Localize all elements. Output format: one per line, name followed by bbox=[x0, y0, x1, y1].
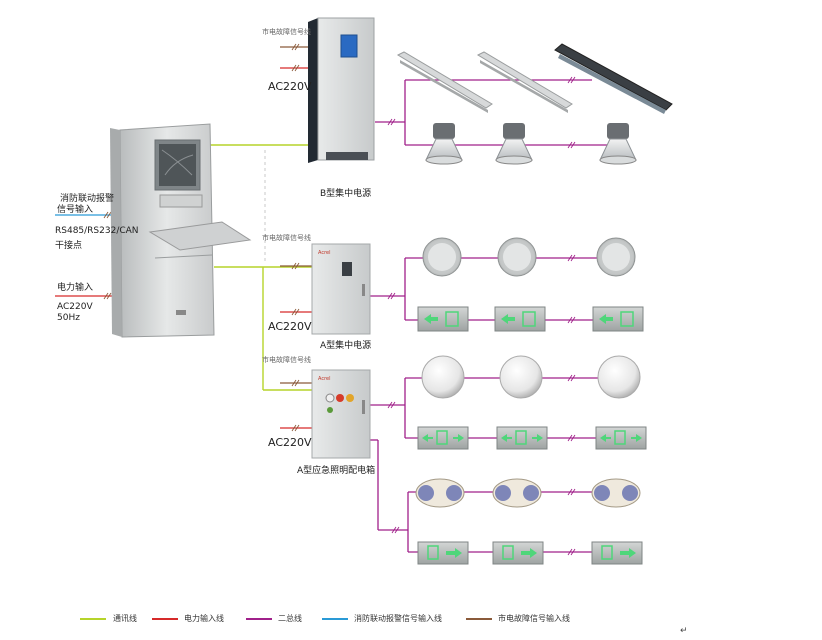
legend-swatch-bus bbox=[246, 618, 272, 620]
legend-swatch-fault bbox=[466, 618, 492, 620]
exit-sign-left-3 bbox=[592, 306, 644, 332]
exit-sign-right-1 bbox=[417, 541, 469, 565]
fire-alarm-label-1: 消防联动报警 bbox=[60, 194, 115, 204]
legend-label-fire: 消防联动报警信号输入线 bbox=[354, 614, 442, 623]
power-stubs bbox=[55, 67, 312, 429]
legend-label-bus: 二总线 bbox=[278, 614, 302, 623]
linear-light-1 bbox=[396, 51, 493, 113]
exit-sign-right-2 bbox=[492, 541, 544, 565]
twin-spot-light-2 bbox=[492, 478, 542, 508]
power-input-label: 电力输入 bbox=[57, 283, 94, 293]
fire-alarm-label-2: 信号输入 bbox=[57, 205, 94, 215]
svg-text:Acrel: Acrel bbox=[318, 250, 331, 256]
legend-swatch-comm bbox=[80, 618, 106, 620]
ac220v-label-a1: AC220V bbox=[268, 320, 312, 333]
a-power-label: A型集中电源 bbox=[320, 341, 372, 351]
exit-sign-bi-3 bbox=[595, 426, 647, 450]
ac-left-label-2: 50Hz bbox=[57, 313, 80, 323]
downlight-2 bbox=[497, 237, 537, 277]
downlight-3 bbox=[596, 237, 636, 277]
legend-label-power: 电力输入线 bbox=[184, 614, 224, 623]
ac-left-label-1: AC220V bbox=[57, 302, 93, 312]
slash-marks bbox=[103, 43, 300, 432]
comm-lines bbox=[210, 144, 312, 391]
legend-label-fault: 市电故障信号输入线 bbox=[498, 614, 570, 623]
downlight-1 bbox=[422, 237, 462, 277]
twin-spot-light-1 bbox=[415, 478, 465, 508]
monitoring-cabinet bbox=[110, 123, 252, 338]
legend-label-comm: 通讯线 bbox=[113, 614, 137, 623]
ac220v-label-b: AC220V bbox=[268, 80, 312, 93]
rs485-label-2: 干接点 bbox=[55, 241, 83, 251]
legend-swatch-fire bbox=[322, 618, 348, 620]
fault-signal-label-a2: 市电故障信号线 bbox=[262, 356, 311, 364]
high-bay-light-2 bbox=[495, 123, 533, 165]
rs485-label-1: RS485/RS232/CAN bbox=[55, 226, 139, 236]
fault-signal-label-a1: 市电故障信号线 bbox=[262, 234, 311, 242]
bus-slash-marks bbox=[387, 76, 576, 556]
a-type-power-box: Acrel bbox=[311, 243, 371, 335]
linear-light-3 bbox=[554, 43, 673, 114]
high-bay-light-1 bbox=[425, 123, 463, 165]
exit-sign-bi-1 bbox=[417, 426, 469, 450]
a-type-distribution-box: Acrel bbox=[311, 369, 371, 459]
exit-sign-left-2 bbox=[494, 306, 546, 332]
svg-text:Acrel: Acrel bbox=[318, 376, 331, 382]
linear-light-2 bbox=[476, 51, 573, 113]
exit-sign-bi-2 bbox=[496, 426, 548, 450]
exit-sign-right-3 bbox=[591, 541, 643, 565]
twin-spot-light-3 bbox=[591, 478, 641, 508]
exit-sign-left-1 bbox=[417, 306, 469, 332]
high-bay-light-3 bbox=[599, 123, 637, 165]
legend-swatch-power bbox=[152, 618, 178, 620]
orb-light-3 bbox=[597, 355, 641, 399]
ac220v-label-a2: AC220V bbox=[268, 436, 312, 449]
a-box-label: A型应急照明配电箱 bbox=[297, 466, 376, 476]
fault-signal-label-b: 市电故障信号线 bbox=[262, 28, 311, 36]
b-power-label: B型集中电源 bbox=[320, 189, 372, 199]
legend: 通讯线 电力输入线 二总线 消防联动报警信号输入线 市电故障信号输入线 bbox=[80, 612, 620, 626]
orb-light-1 bbox=[421, 355, 465, 399]
corner-mark: ↵ bbox=[680, 626, 688, 636]
orb-light-2 bbox=[499, 355, 543, 399]
b-type-power-cabinet bbox=[308, 17, 375, 163]
